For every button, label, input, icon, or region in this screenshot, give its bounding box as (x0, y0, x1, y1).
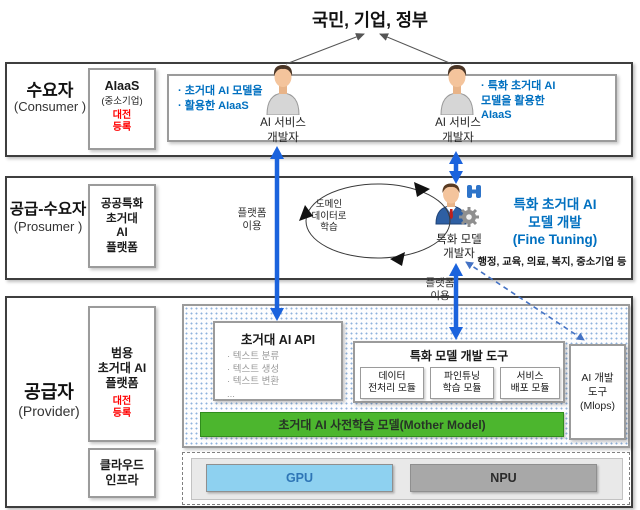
gear-icon (459, 207, 479, 227)
left-dev-bullets: · 초거대 AI 모델을 · 활용한 AIaaS (178, 85, 263, 112)
aiaas-daejeon-badge: 대전 등록 (112, 110, 132, 133)
public-platform-box-label: 공공특화 초거대 AI 플랫폼 (100, 198, 144, 254)
aiaas-box-subtitle: (중소기업) (101, 96, 143, 107)
aiaas-box: AIaaS (중소기업) 대전 등록 (88, 68, 156, 150)
platform-use-label-right: 플랫폼 이용 (425, 277, 455, 302)
service-deploy-module: 서비스 배포 모듈 (500, 367, 560, 399)
mother-model-label: 초거대 AI 사전학습 모델(Mother Model) (278, 418, 486, 432)
prosumer-band-label: 공급-수요자 (9, 201, 87, 218)
right-dev-to-title-arrow (379, 33, 453, 65)
domain-learning-cycle-label: 도메인 데이터로 학습 (311, 199, 347, 233)
provider-band-label-en: (Provider) (18, 403, 80, 419)
domain-list-text: 행정, 교육, 의료, 복지, 중소기업 등 (477, 257, 627, 268)
hardware-dashed-box (182, 452, 630, 505)
fine-tuning-heading: 특화 초거대 AI 모델 개발 (Fine Tuning) (512, 197, 598, 247)
aiaas-box-title: AIaaS (104, 79, 140, 93)
mlops-box: AI 개발 도구 (Mlops) (569, 344, 626, 440)
hyperscale-api-title: 초거대 AI API (240, 333, 316, 347)
hyperscale-api-box: 초거대 AI API · 텍스트 분류 · 텍스트 생성 · 텍스트 변환 ..… (213, 321, 343, 401)
left-dev-to-title-arrow (285, 33, 365, 65)
consumer-band-label: 수요자 (26, 81, 74, 100)
page-title: 국민, 기업, 정부 (311, 10, 429, 30)
provider-band-label: 공급자 (24, 382, 74, 402)
left-dev-label: AI 서비스 개발자 (260, 117, 306, 144)
data-preprocess-module: 데이터 전처리 모듈 (360, 367, 424, 399)
prosumer-band-label-en: (Prosumer ) (13, 219, 83, 234)
right-dev-bullets: · 특화 초거대 AI 모델을 활용한 AIaaS (481, 80, 556, 121)
cloud-infra-box: 클라우드 인프라 (88, 448, 156, 498)
specialized-model-developer-icon (435, 183, 481, 227)
npu-box: NPU (410, 464, 597, 492)
consumer-inner-panel (167, 74, 617, 142)
npu-label: NPU (490, 471, 517, 485)
hyperscale-api-bullets: · 텍스트 분류 · 텍스트 생성 · 텍스트 변환 ... (227, 351, 280, 400)
barbell-icon (467, 185, 481, 198)
public-platform-box: 공공특화 초거대 AI 플랫폼 (88, 184, 156, 268)
gpu-label: GPU (285, 471, 314, 485)
general-platform-daejeon-badge: 대전 등록 (112, 396, 132, 419)
general-platform-box-label: 범용 초거대 AI 플랫폼 (97, 346, 147, 390)
ai-service-developer-icon-right (440, 65, 474, 115)
consumer-band-label-en: (Consumer ) (13, 99, 87, 114)
right-dev-label: AI 서비스 개발자 (435, 117, 481, 144)
gpu-box: GPU (206, 464, 393, 492)
mother-model-bar: 초거대 AI 사전학습 모델(Mother Model) (200, 412, 564, 437)
model-dev-toolkit-title: 특화 모델 개발 도구 (409, 349, 509, 363)
cloud-infra-box-label: 클라우드 인프라 (99, 458, 145, 487)
mlops-box-label: AI 개발 도구 (Mlops) (579, 372, 615, 412)
platform-use-label-left: 플랫폼 이용 (237, 207, 267, 232)
fine-tuning-module: 파인튜닝 학습 모듈 (430, 367, 494, 399)
general-platform-box: 범용 초거대 AI 플랫폼 대전 등록 (88, 306, 156, 442)
ai-service-developer-icon-left (266, 65, 300, 115)
